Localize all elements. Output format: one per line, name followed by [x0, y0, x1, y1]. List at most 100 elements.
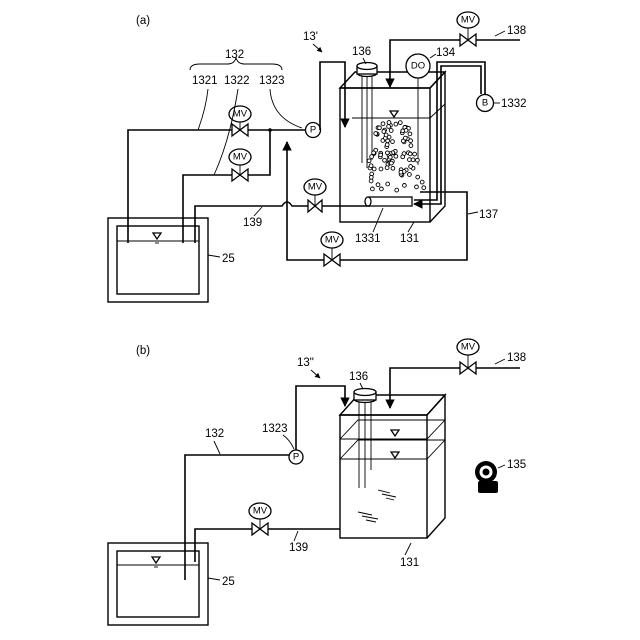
- air-bubble: [372, 151, 376, 155]
- inflow-pipe-b-ref: 138: [507, 352, 526, 364]
- air-line: [414, 62, 485, 200]
- air-bubble: [379, 167, 383, 171]
- air-bubble: [416, 158, 420, 162]
- air-bubble: [386, 151, 390, 155]
- drain-pipe-b-ref: 139: [289, 542, 308, 554]
- lid-136-b: [354, 389, 376, 489]
- air-bubble: [387, 121, 391, 125]
- system-b-label-arrow: [311, 370, 320, 378]
- pipe-1321-label: 1321: [192, 75, 218, 87]
- sludge-marks-upper: [378, 490, 396, 500]
- air-bubble: [413, 152, 417, 156]
- valve-139[interactable]: MV: [304, 179, 326, 212]
- panel-b-label: (b): [136, 345, 150, 357]
- tank-level-lower-icon: [391, 452, 399, 458]
- air-bubble: [391, 166, 395, 170]
- air-bubble: [385, 143, 389, 147]
- air-bubble: [384, 133, 388, 137]
- air-bubble: [367, 159, 371, 163]
- air-bubble: [381, 122, 385, 126]
- air-bubble: [408, 173, 412, 177]
- tank-level-upper-icon: [391, 430, 399, 436]
- air-bubble: [411, 158, 415, 162]
- air-bubble: [408, 158, 412, 162]
- camera-135-icon[interactable]: [475, 461, 498, 493]
- do-meter-label: DO: [411, 61, 425, 72]
- valve-138-label: MV: [461, 15, 476, 26]
- pump-1323[interactable]: P: [306, 123, 321, 138]
- pump-outlet-pipe: [320, 62, 345, 130]
- pipe-132-b: [185, 455, 289, 580]
- air-bubble: [380, 187, 384, 191]
- valve-138[interactable]: MV: [457, 12, 479, 46]
- air-bubble: [369, 175, 373, 179]
- valve-1321[interactable]: MV: [229, 106, 251, 136]
- pipe-139-b: [195, 529, 252, 562]
- air-bubble: [398, 121, 402, 125]
- air-bubble: [372, 167, 376, 171]
- air-bubble: [388, 155, 392, 159]
- air-bubble: [382, 130, 386, 134]
- air-bubble: [409, 144, 413, 148]
- do-meter-134[interactable]: DO: [406, 54, 430, 165]
- blower-ref: 1332: [501, 98, 527, 110]
- reaction-tank-131-b: [340, 395, 445, 538]
- system-label-arrow: [313, 44, 322, 52]
- panel-a-label: (a): [136, 15, 150, 27]
- air-bubble: [370, 155, 374, 159]
- inflow-pipe-ref: 138: [507, 25, 526, 37]
- valve-139-b[interactable]: MV: [249, 503, 271, 535]
- storage-tank-b-ref: 25: [222, 576, 235, 588]
- system-13-prime-label: 13': [303, 31, 318, 43]
- water-level-marker-b-icon: [152, 557, 160, 563]
- pipe-132-b-ref: 132: [205, 428, 224, 440]
- valve-1322-label: MV: [233, 152, 248, 163]
- valve-1321-label: MV: [233, 109, 248, 120]
- pump-1323-b[interactable]: P: [289, 450, 303, 464]
- storage-tank-25-b: 25: [108, 543, 235, 625]
- blower-1332[interactable]: B: [477, 95, 494, 112]
- air-bubble: [403, 136, 407, 140]
- storage-tank-outer: [108, 218, 208, 302]
- valve-138-b[interactable]: MV: [457, 339, 479, 374]
- air-bubble: [369, 164, 373, 168]
- valve-139-label: MV: [308, 182, 323, 193]
- tank-level-lower: [340, 440, 445, 459]
- water-level-marker-icon: [153, 233, 161, 239]
- valve-1322[interactable]: MV: [229, 149, 251, 181]
- air-bubble: [415, 185, 419, 189]
- air-bubble: [399, 170, 403, 174]
- drain-pipe-ref: 139: [243, 217, 262, 229]
- air-bubble: [386, 182, 390, 186]
- panel-b: (b) 13" 25 132 P 1323: [108, 339, 526, 625]
- air-bubble: [379, 153, 383, 157]
- pipe-1323-label: 1323: [259, 75, 285, 87]
- air-bubble: [376, 183, 380, 187]
- blower-label: B: [482, 98, 488, 109]
- air-bubble: [404, 129, 408, 133]
- air-bubble: [385, 166, 389, 170]
- valve-139-b-label: MV: [253, 506, 268, 517]
- air-bubble: [408, 152, 412, 156]
- storage-tank-25: 25: [108, 218, 235, 302]
- air-bubble: [416, 175, 420, 179]
- lid-ref: 136: [352, 46, 371, 58]
- system-13-dprime-label: 13": [297, 357, 314, 369]
- reaction-tank-ref: 131: [400, 233, 419, 245]
- air-bubble: [386, 139, 390, 143]
- tank-level-marker-icon: [390, 111, 398, 117]
- pump-b-label: P: [293, 452, 299, 463]
- air-bubble: [409, 139, 413, 143]
- valve-137[interactable]: MV: [321, 232, 343, 266]
- lid-b-ref: 136: [349, 371, 368, 383]
- air-bubble: [374, 132, 378, 136]
- air-bubble: [403, 184, 407, 188]
- air-bubble: [390, 161, 394, 165]
- diffuser-1331: [368, 197, 412, 206]
- air-bubble: [389, 129, 393, 133]
- pump-b-outlet-pipe: [296, 386, 345, 450]
- reaction-tank-b-ref: 131: [400, 557, 419, 569]
- diffuser-ref: 1331: [355, 233, 381, 245]
- pipe-group-ref: 132: [225, 49, 244, 61]
